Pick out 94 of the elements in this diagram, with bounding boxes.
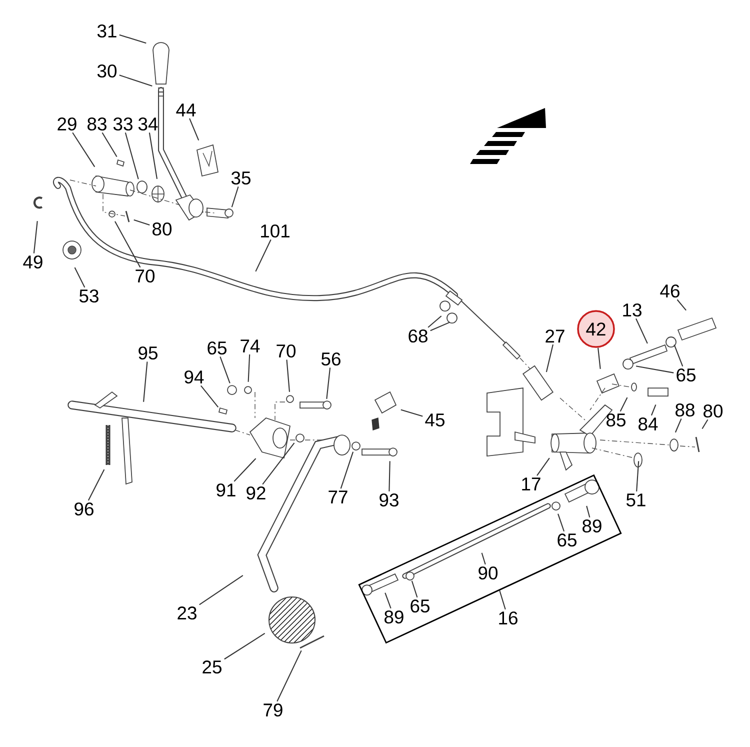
callout-number: 65 — [208, 341, 226, 355]
callout-number: 89 — [582, 520, 602, 533]
leader-line — [430, 322, 450, 332]
leader-line — [546, 344, 554, 372]
callout-number: 96 — [74, 502, 94, 516]
leader-line — [286, 360, 290, 392]
leader-line — [148, 132, 158, 180]
callout-number: 65 — [676, 368, 696, 382]
callout-number: 46 — [660, 284, 680, 298]
callout-number: 35 — [231, 171, 250, 185]
callout-number: 53 — [79, 289, 98, 303]
leader-line — [400, 409, 423, 417]
leader-line — [248, 354, 250, 382]
leader-line — [702, 419, 708, 430]
callout-number: 34 — [138, 117, 158, 131]
callout-number: 83 — [88, 117, 106, 131]
leader-line — [558, 514, 565, 532]
callout-number: 74 — [240, 340, 260, 352]
leader-line — [88, 469, 105, 501]
leader-line — [124, 132, 139, 180]
leader-line — [220, 356, 230, 384]
callout-number: 65 — [558, 534, 576, 547]
callout-number: 51 — [626, 494, 646, 506]
leader-line — [620, 397, 628, 412]
leader-line — [74, 267, 86, 288]
callout-number: 33 — [113, 117, 132, 131]
leader-line — [255, 239, 272, 272]
leader-line — [326, 368, 331, 399]
leader-line — [411, 580, 418, 598]
leader-line — [674, 418, 682, 433]
leader-line — [102, 132, 118, 158]
leader-line — [586, 506, 590, 518]
callout-number: 84 — [638, 418, 658, 431]
leader-line — [481, 552, 486, 565]
callout-number: 101 — [261, 224, 290, 238]
callout-number: 17 — [522, 478, 540, 490]
callout-number: 27 — [546, 330, 564, 342]
callout-number: 90 — [478, 566, 498, 580]
callout-number: 49 — [23, 255, 42, 269]
leader-line — [384, 592, 392, 609]
leader-line — [134, 219, 150, 226]
callout-number: 70 — [136, 269, 155, 283]
callout-number: 29 — [58, 117, 76, 131]
callout-number: 44 — [176, 104, 196, 116]
callout-number: 16 — [499, 612, 518, 625]
leader-line — [276, 650, 302, 702]
leader-line — [143, 362, 148, 402]
callout-number: 31 — [97, 24, 116, 38]
callout-number: 92 — [246, 486, 266, 500]
leader-line — [636, 461, 640, 492]
callout-number: 80 — [152, 222, 172, 236]
callout-number: 13 — [623, 303, 642, 317]
leader-line — [231, 186, 239, 208]
leader-line — [674, 344, 684, 367]
leader-line — [200, 385, 219, 408]
leader-line — [428, 316, 442, 328]
leader-line — [224, 632, 266, 660]
callout-number: 45 — [425, 414, 444, 426]
leader-line — [636, 366, 674, 374]
callout-number: 65 — [410, 600, 430, 613]
highlighted-callout: 42 — [577, 310, 615, 348]
callout-number: 77 — [328, 490, 348, 504]
callout-number: 70 — [276, 344, 296, 358]
callout-number: 25 — [202, 660, 222, 674]
leader-line — [499, 590, 506, 610]
callout-number: 56 — [322, 352, 340, 366]
leader-line — [199, 575, 244, 606]
callout-number: 89 — [384, 610, 404, 624]
leader-line — [119, 34, 146, 44]
callout-number: 94 — [184, 370, 204, 384]
leader-line — [536, 458, 550, 476]
leader-line — [388, 461, 390, 492]
leader-line — [262, 442, 295, 485]
callout-number: 23 — [178, 606, 196, 620]
callout-number: 85 — [606, 414, 626, 427]
callout-number: 88 — [676, 403, 694, 417]
leader-line — [72, 132, 96, 168]
leader-line — [650, 404, 656, 416]
leader-line — [234, 458, 256, 482]
leader-line — [114, 221, 141, 268]
callout-number: 79 — [264, 704, 282, 717]
callout-number: 80 — [704, 404, 723, 418]
callout-number: 95 — [138, 346, 158, 360]
leader-line — [189, 118, 200, 141]
leader-line — [33, 221, 38, 254]
leader-line — [636, 318, 648, 344]
callout-number: 93 — [380, 494, 398, 507]
leader-line — [676, 299, 686, 311]
leader-line — [340, 452, 354, 489]
callout-number: 30 — [97, 64, 117, 78]
leader-line — [598, 348, 601, 369]
leader-line — [119, 74, 152, 87]
callout-number: 91 — [216, 484, 236, 497]
callout-number: 68 — [408, 330, 428, 343]
